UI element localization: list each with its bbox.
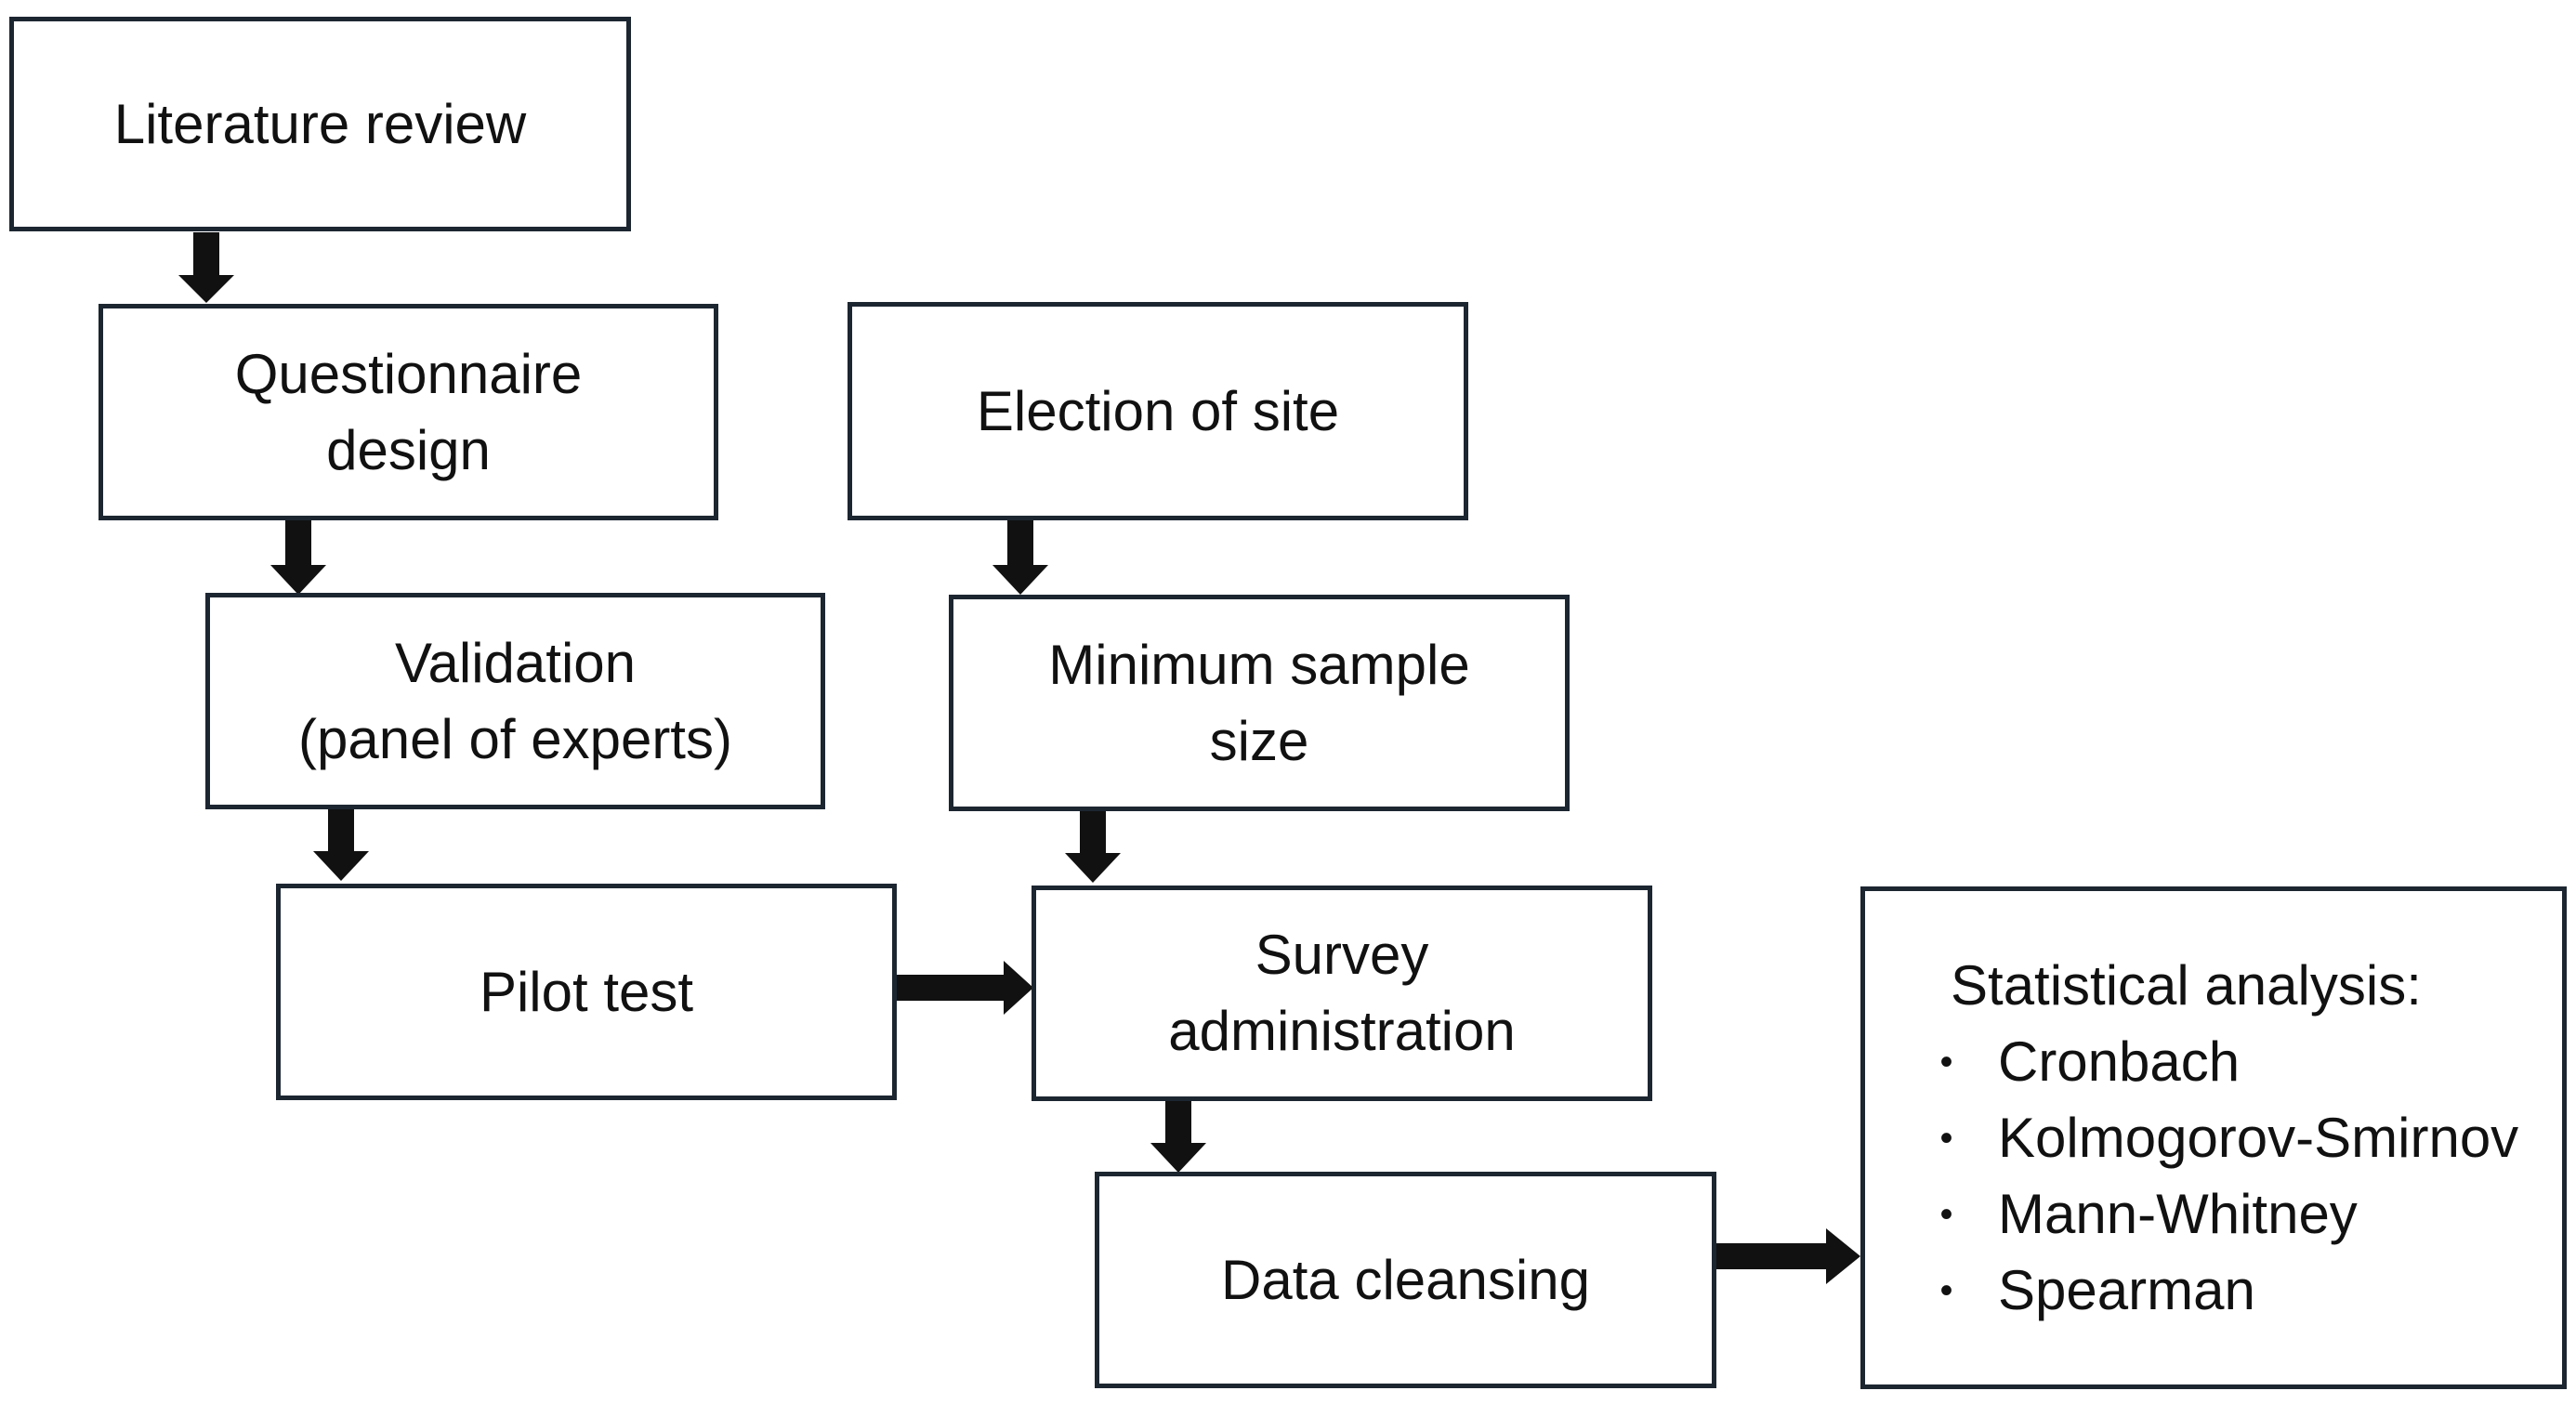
box-label: Literature review <box>113 92 527 155</box>
questionnaire-design-box: Questionnaire design <box>99 304 718 520</box>
box-label: Minimum sample <box>1048 633 1470 696</box>
list-item: • Mann-Whitney <box>1895 1176 2518 1253</box>
bullet-icon: • <box>1939 1269 1953 1311</box>
method-label: Mann-Whitney <box>1998 1182 2358 1245</box>
arrow-survey-to-cleansing <box>1150 1099 1206 1173</box>
arrow-pilot-to-survey <box>896 961 1033 1015</box>
box-label: Data cleansing <box>1221 1248 1590 1311</box>
box-label: Election of site <box>976 379 1340 442</box>
list-item: • Kolmogorov-Smirnov <box>1895 1100 2518 1176</box>
data-cleansing-box: Data cleansing <box>1095 1172 1716 1388</box>
list-item: • Spearman <box>1895 1253 2518 1329</box>
statistical-analysis-heading: Statistical analysis: <box>1951 953 2422 1017</box>
statistical-methods-list: • Cronbach • Kolmogorov-Smirnov • Mann-Whit… <box>1895 1024 2518 1329</box>
method-label: Kolmogorov-Smirnov <box>1998 1106 2519 1169</box>
box-label: administration <box>1168 1000 1516 1062</box>
literature-review-box: Literature review <box>9 17 631 231</box>
box-label: Questionnaire <box>234 342 583 405</box>
box-label: Pilot test <box>479 960 694 1023</box>
arrow-questionnaire-to-validation <box>270 520 326 595</box>
pilot-test-box: Pilot test <box>276 884 897 1100</box>
method-label: Spearman <box>1998 1258 2255 1321</box>
minimum-sample-size-box: Minimum sample size <box>949 595 1570 811</box>
list-item: • Cronbach <box>1895 1024 2518 1100</box>
box-label: (panel of experts) <box>298 707 732 770</box>
box-label: size <box>1209 709 1309 772</box>
arrow-cleansing-to-statistics <box>1715 1228 1860 1284</box>
box-label: Validation <box>394 631 637 694</box>
bullet-icon: • <box>1939 1117 1953 1159</box>
validation-box: Validation (panel of experts) <box>205 593 825 809</box>
arrow-site-to-sample <box>992 518 1048 595</box>
election-of-site-box: Election of site <box>848 302 1468 520</box>
arrow-validation-to-pilot <box>313 807 369 881</box>
arrow-literature-to-questionnaire <box>178 232 234 303</box>
arrow-sample-to-survey <box>1065 808 1121 883</box>
statistical-analysis-box: Statistical analysis: • Cronbach • Kolmogo… <box>1860 886 2567 1389</box>
method-label: Cronbach <box>1998 1030 2241 1093</box>
survey-administration-box: Survey administration <box>1032 886 1652 1101</box>
box-label: design <box>326 418 491 481</box>
box-label: Survey <box>1255 924 1429 986</box>
bullet-icon: • <box>1939 1193 1953 1235</box>
bullet-icon: • <box>1939 1041 1953 1083</box>
